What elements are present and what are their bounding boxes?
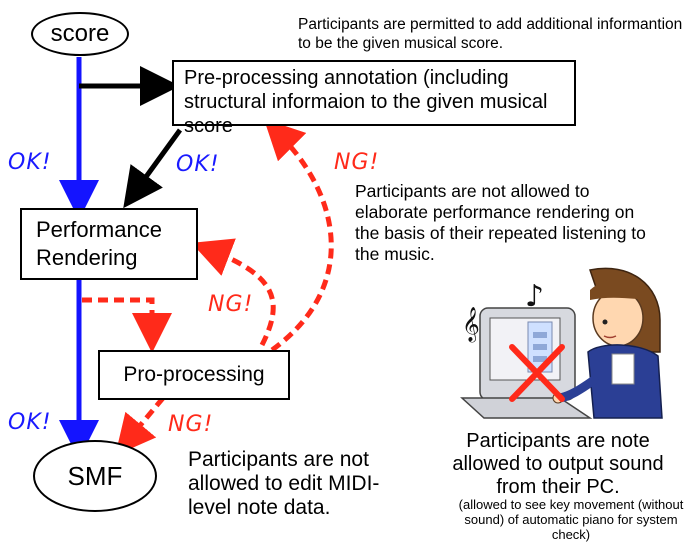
ng-arrow-performance-to-proprocessing bbox=[82, 297, 172, 353]
ok-label-performance-to-smf: OK! bbox=[8, 410, 52, 435]
score-label: score bbox=[50, 20, 110, 47]
smf-label: SMF bbox=[67, 460, 123, 491]
music-note-icon: ♪ bbox=[525, 279, 544, 314]
preprocessing-label: Pre-processing annotation (including str… bbox=[184, 67, 548, 137]
note-smf: Participants are not allowed to edit MID… bbox=[188, 448, 380, 520]
smf-node: SMF bbox=[33, 440, 157, 512]
ng-arrow-proprocessing-to-smf bbox=[115, 396, 165, 456]
ok-label-preprocessing-to-performance: OK! bbox=[176, 152, 220, 177]
note-middle: Participants are not allowed to elaborat… bbox=[355, 181, 646, 264]
person-at-computer-illustration: 𝄞 ♪ bbox=[460, 267, 663, 419]
performance-rendering-label: Performance Rendering bbox=[36, 217, 162, 270]
arrow-preprocessing-to-performance bbox=[123, 128, 183, 209]
ok-label-score-to-performance: OK! bbox=[8, 150, 52, 175]
ng-arrow-proprocessing-to-performance bbox=[191, 238, 276, 347]
ng-label-to-smf: NG! bbox=[168, 412, 214, 437]
proprocessing-label: Pro-processing bbox=[123, 363, 265, 386]
proprocessing-node: Pro-processing bbox=[98, 350, 290, 400]
red-cross-icon bbox=[509, 344, 565, 402]
note-top: Participants are permitted to add additi… bbox=[298, 16, 683, 52]
preprocessing-node: Pre-processing annotation (including str… bbox=[172, 60, 576, 137]
note-pc-main: Participants are note allowed to output … bbox=[452, 430, 664, 498]
score-node: score bbox=[31, 12, 129, 56]
note-pc-sub: (allowed to see key movement (without so… bbox=[458, 497, 684, 542]
ng-arrow-proprocessing-to-preprocessing bbox=[263, 118, 334, 353]
ng-label-to-preprocessing: NG! bbox=[334, 150, 380, 175]
ng-label-to-proprocessing: NG! bbox=[208, 292, 254, 317]
performance-rendering-node: Performance Rendering bbox=[20, 208, 198, 280]
treble-clef-icon: 𝄞 bbox=[462, 307, 480, 343]
